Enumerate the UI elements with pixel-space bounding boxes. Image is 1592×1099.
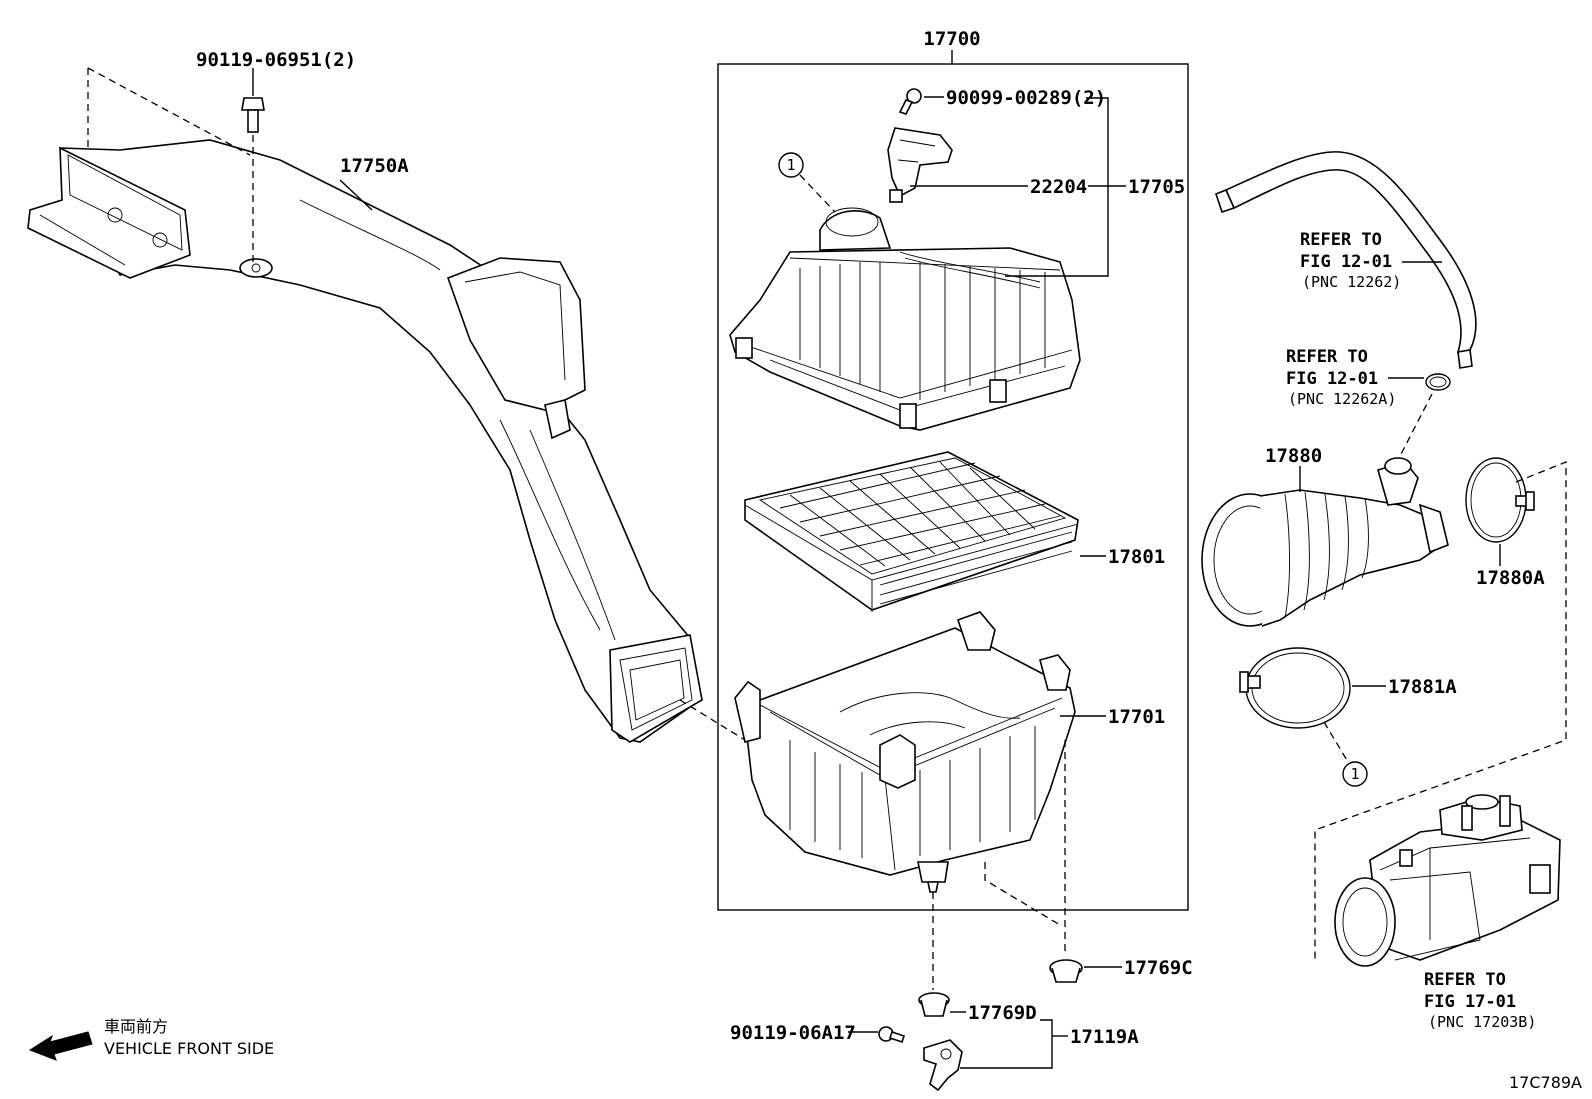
refer-note-3[interactable]: REFER TO FIG 17-01 (PNC 17203B) (1424, 970, 1536, 1031)
label-17119a[interactable]: 17119A (1070, 1026, 1139, 1048)
label-17705[interactable]: 17705 (1128, 176, 1185, 198)
grommet-17769c[interactable] (1049, 959, 1083, 983)
label-17880[interactable]: 17880 (1265, 445, 1322, 467)
label-17880a[interactable]: 17880A (1476, 567, 1545, 589)
vehicle-front-legend: 車両前方 VEHICLE FRONT SIDE (28, 1017, 274, 1061)
refer-note-3-line1: REFER TO (1424, 970, 1506, 990)
refer-note-2-line2: FIG 12-01 (1286, 369, 1378, 389)
circle-ref-2[interactable] (1342, 761, 1368, 787)
label-17769d[interactable]: 17769D (968, 1002, 1037, 1024)
air-cleaner-case[interactable] (734, 611, 1076, 893)
bolt-90119-06a17[interactable] (878, 1026, 906, 1044)
label-17881a[interactable]: 17881A (1388, 676, 1457, 698)
hose-clamp-17881a[interactable] (1239, 647, 1351, 729)
refer-note-1-line2: FIG 12-01 (1300, 252, 1392, 272)
refer-note-1-line3: (PNC 12262) (1302, 273, 1401, 291)
small-hose-clamp[interactable] (1425, 373, 1451, 391)
refer-note-3-line2: FIG 17-01 (1424, 992, 1516, 1012)
label-90099-00289[interactable]: 90099-00289(2) (946, 87, 1106, 109)
assembly-box (717, 63, 1189, 911)
label-22204[interactable]: 22204 (1030, 176, 1087, 198)
label-17701[interactable]: 17701 (1108, 706, 1165, 728)
diagram-code: 17C789A (1509, 1073, 1582, 1092)
refer-note-2[interactable]: REFER TO FIG 12-01 (PNC 12262A) (1286, 347, 1396, 408)
legend-english: VEHICLE FRONT SIDE (104, 1039, 274, 1058)
label-90119-06a17[interactable]: 90119-06A17 (730, 1022, 856, 1044)
bolt-90119-06951[interactable] (241, 97, 265, 133)
mass-air-flow-sensor[interactable] (887, 127, 953, 203)
label-17700[interactable]: 17700 (923, 28, 980, 50)
bracket-17119a[interactable] (923, 1039, 963, 1092)
refer-note-1[interactable]: REFER TO FIG 12-01 (PNC 12262) (1300, 230, 1401, 291)
circle-ref-1-label: 1 (786, 156, 795, 174)
air-cleaner-cap[interactable] (729, 207, 1081, 431)
hose-clamp-17880a[interactable] (1465, 457, 1535, 543)
label-17801[interactable]: 17801 (1108, 546, 1165, 568)
refer-note-2-line1: REFER TO (1286, 347, 1368, 367)
refer-note-2-line3: (PNC 12262A) (1288, 390, 1396, 408)
grommet-17769d[interactable] (918, 992, 950, 1017)
screw-90099-00289[interactable] (898, 88, 922, 115)
legend-japanese: 車両前方 (104, 1017, 168, 1036)
front-arrow-icon (28, 1031, 93, 1061)
breather-hose[interactable] (1215, 151, 1477, 369)
assembly-17700-group: 17700 (717, 28, 1189, 911)
refer-note-3-line3: (PNC 17203B) (1428, 1013, 1536, 1031)
circle-ref-1[interactable] (778, 152, 804, 178)
label-17769c[interactable]: 17769C (1124, 957, 1193, 979)
throttle-body[interactable] (1334, 794, 1561, 967)
label-90119-06951[interactable]: 90119-06951(2) (196, 49, 356, 71)
refer-note-1-line1: REFER TO (1300, 230, 1382, 250)
air-filter-element[interactable] (744, 451, 1079, 612)
circle-ref-2-label: 1 (1350, 765, 1359, 783)
label-17750a[interactable]: 17750A (340, 155, 409, 177)
intake-hose-17880[interactable] (1201, 457, 1449, 627)
intake-duct-17750a[interactable] (27, 139, 703, 743)
